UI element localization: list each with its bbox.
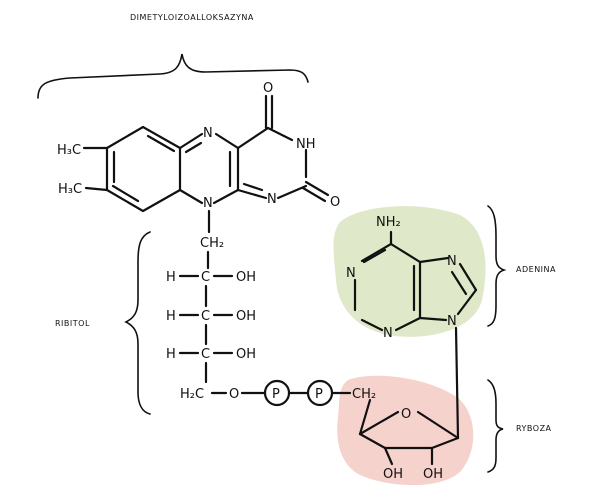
- dimethylisoalloxazine-annotation: DIMETYLOIZOALLOKSAZYNA: [130, 13, 254, 22]
- o-right-label: O: [330, 195, 340, 210]
- glycosidic-bond: [454, 326, 460, 440]
- adenine-brace: [487, 205, 507, 327]
- row3-oh: OH: [236, 347, 256, 362]
- methyl-bond-b: [84, 186, 109, 192]
- h2c-label: H₂C: [180, 387, 204, 402]
- ribitol-row-2: H C OH: [166, 309, 256, 324]
- phosphate-label-1: P: [272, 387, 280, 402]
- adenine-ring: [353, 230, 478, 332]
- row2-h: H: [166, 309, 176, 324]
- ch2-ribose-label: CH₂: [352, 387, 376, 402]
- ribose-brace: [487, 379, 504, 473]
- row1-oh: OH: [236, 270, 256, 285]
- pyrazine-ring: [178, 132, 240, 205]
- adenine-n1-label: N: [346, 266, 356, 281]
- benzene-ring: [105, 125, 182, 213]
- nh-label: NH: [296, 137, 316, 152]
- ribitol-row-1: H C OH: [166, 270, 256, 285]
- ribose-oh-right-label: OH: [423, 467, 443, 482]
- methyl-label-a: H₃C: [57, 143, 81, 158]
- row1-c: C: [201, 270, 210, 285]
- n-bottom-label: N: [203, 196, 213, 211]
- ch2-top-label: CH₂: [200, 236, 224, 251]
- ribose-oh-left-label: OH: [383, 467, 403, 482]
- adenine-n3-label: N: [383, 326, 393, 341]
- phosphate-label-2: P: [315, 387, 323, 402]
- n-right-label: N: [267, 192, 277, 207]
- row3-c: C: [201, 347, 210, 362]
- ribitol-brace: [124, 231, 151, 415]
- top-brace: [37, 53, 309, 99]
- row3-h: H: [166, 347, 176, 362]
- ribitol-row-3: H C OH: [166, 347, 256, 362]
- row2-c: C: [201, 309, 210, 324]
- carbonyl-bond-right-b: [301, 186, 327, 203]
- row2-oh: OH: [236, 309, 256, 324]
- adenine-n9-label: N: [447, 314, 457, 329]
- adenine-annotation: ADENINA: [516, 265, 556, 274]
- ribose-o-label: O: [401, 407, 411, 422]
- ribitol-annotation: RIBITOL: [55, 319, 90, 328]
- ribose-ring: [358, 398, 460, 466]
- adenine-highlight: [333, 206, 486, 337]
- adenine-n7-label: N: [447, 254, 457, 269]
- nh2-label: NH₂: [376, 215, 401, 230]
- row1-h: H: [166, 270, 176, 285]
- n-top-label: N: [203, 126, 213, 141]
- methyl-label-b: H₃C: [58, 182, 82, 197]
- ribose-highlight: [337, 375, 474, 486]
- pyrimidine-ring: [236, 126, 308, 200]
- carbonyl-bond-right-a: [304, 180, 330, 197]
- o-top-label: O: [263, 81, 273, 96]
- ribose-annotation: RYBOZA: [516, 424, 552, 433]
- o-link-label: O: [229, 387, 239, 402]
